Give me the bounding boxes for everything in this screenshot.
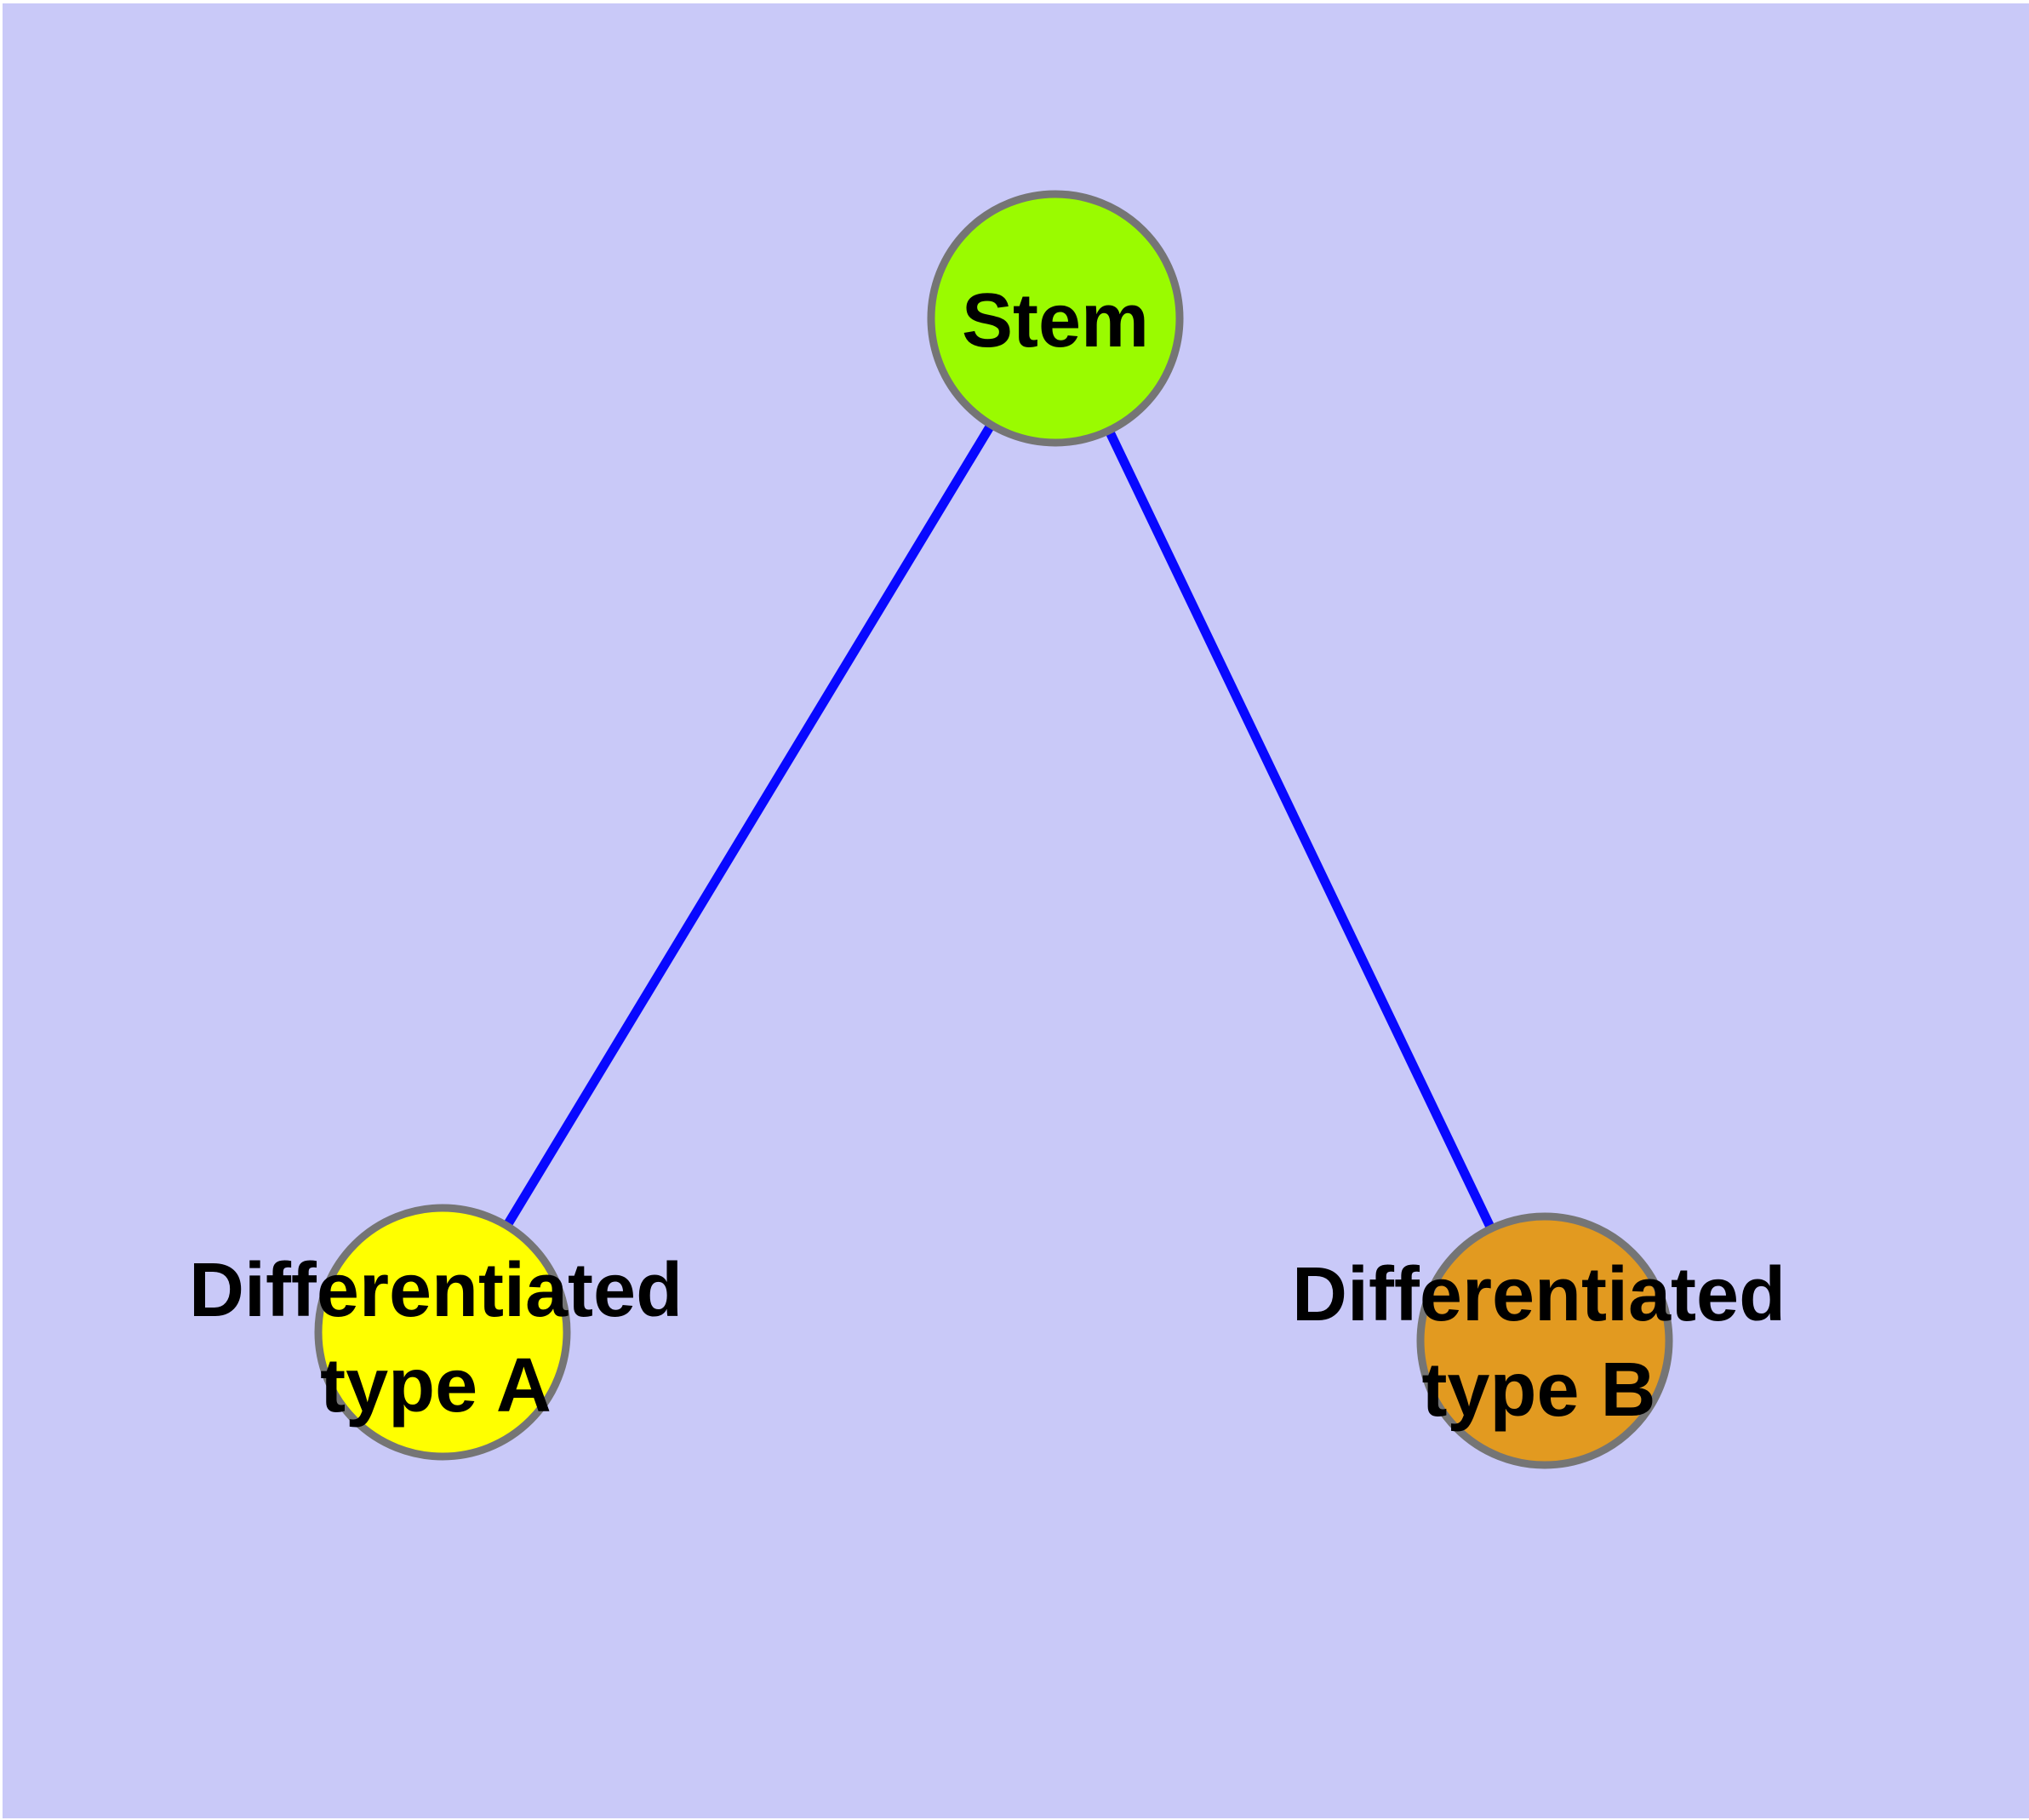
node-stem-circle (927, 190, 1184, 447)
node-type-a-label-line1: Differentiated (188, 1248, 683, 1333)
node-type-b-label-line2: type B (1421, 1348, 1656, 1433)
node-type-a-circle (314, 1204, 571, 1461)
edge-stem-to-type-b (1051, 316, 1549, 1343)
node-type-a-label-line2: type A (320, 1343, 552, 1428)
node-type-b-circle (1416, 1212, 1673, 1469)
edge-stem-to-type-a (438, 316, 1060, 1335)
node-stem-label-line: Stem (961, 278, 1150, 363)
node-type-a-label: Differentiated type A (189, 1243, 683, 1434)
node-type-b-label: Differentiated type B (1292, 1247, 1786, 1438)
node-stem-label: Stem (962, 273, 1149, 369)
node-type-b-label-line1: Differentiated (1291, 1252, 1786, 1337)
